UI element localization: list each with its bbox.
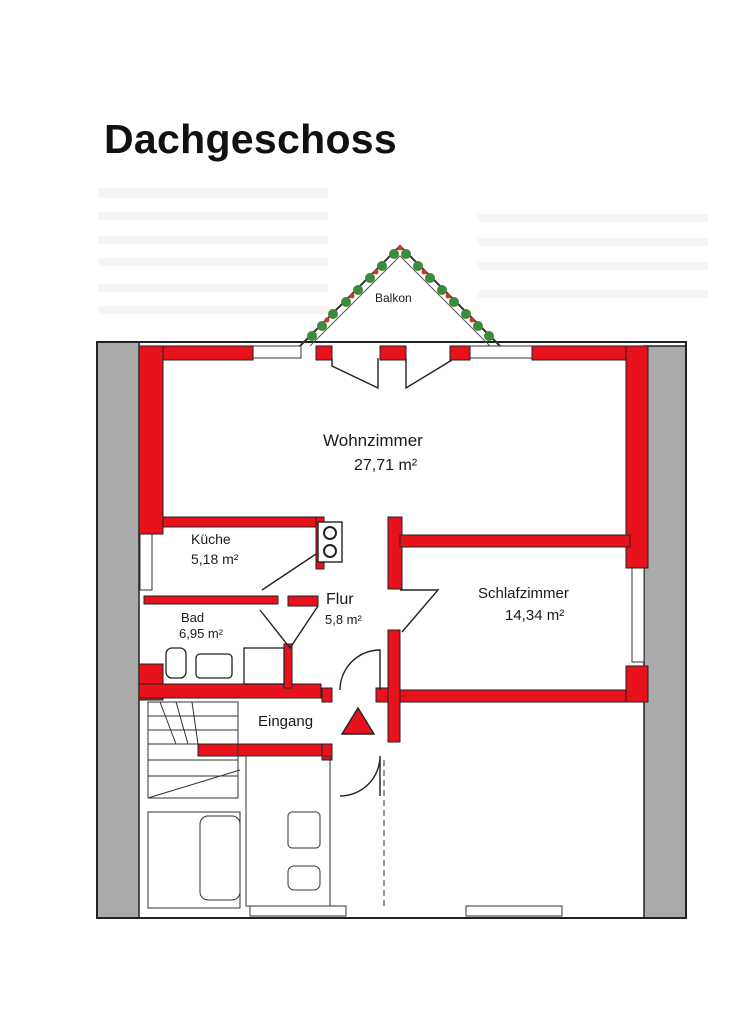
page-title: Dachgeschoss — [104, 116, 398, 162]
label-eingang: Eingang — [258, 713, 313, 730]
entrance-arrow-icon — [340, 706, 376, 735]
room-labels: Balkon Wohnzimmer 27,71 m² Küche 5,18 m²… — [179, 291, 569, 730]
windows — [139, 345, 645, 917]
label-wohnzimmer: Wohnzimmer — [323, 431, 423, 450]
label-bad: Bad — [181, 610, 204, 625]
area-wohnzimmer: 27,71 m² — [354, 457, 418, 474]
roof-slope-left — [96, 341, 140, 919]
area-kueche: 5,18 m² — [191, 551, 239, 567]
area-bad: 6,95 m² — [179, 626, 224, 641]
scan-noise — [98, 188, 708, 314]
label-flur: Flur — [326, 591, 354, 608]
label-kueche: Küche — [191, 531, 231, 547]
area-schlafzimmer: 14,34 m² — [505, 607, 564, 624]
roof-slope-right — [643, 345, 687, 919]
stove-icon — [317, 521, 343, 563]
label-balkon: Balkon — [375, 291, 412, 305]
lower-bath — [147, 755, 385, 909]
label-schlafzimmer: Schlafzimmer — [478, 585, 569, 602]
bathroom-fixtures — [165, 647, 285, 685]
staircase — [147, 701, 241, 799]
area-flur: 5,8 m² — [325, 612, 363, 627]
balcony — [299, 244, 501, 347]
plan-outline — [96, 341, 687, 919]
doors — [259, 358, 453, 797]
